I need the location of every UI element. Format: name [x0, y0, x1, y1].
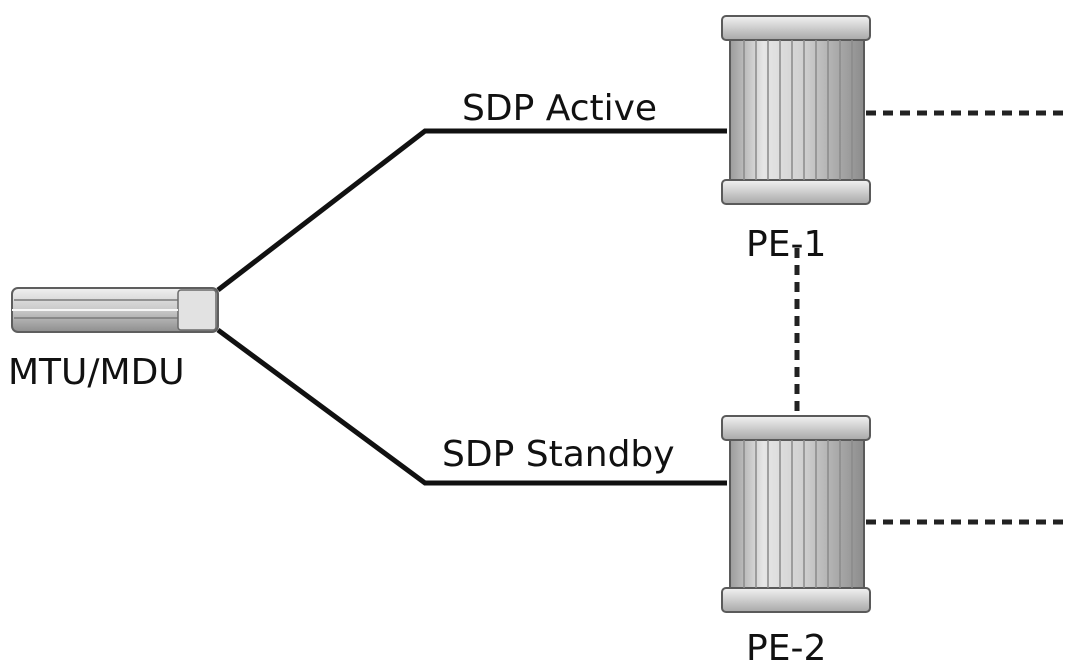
pe1-device-icon	[721, 15, 871, 205]
mtu-mdu-label: MTU/MDU	[8, 352, 185, 393]
pe2-ridges	[743, 440, 853, 588]
pe1-ridges	[743, 40, 853, 180]
pe2-label: PE-2	[746, 628, 826, 666]
sdp-active-link	[216, 128, 727, 292]
sdp-standby-label: SDP Standby	[442, 434, 675, 475]
pe2-device-icon	[721, 415, 871, 613]
pe1-label: PE-1	[746, 224, 826, 265]
mtu-mdu-device-icon	[11, 287, 219, 333]
sdp-active-label: SDP Active	[462, 88, 657, 129]
sdp-standby-link	[216, 327, 727, 486]
